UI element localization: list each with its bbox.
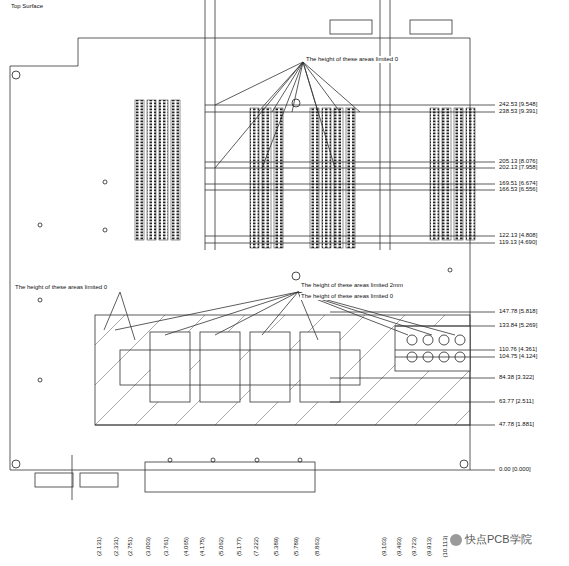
dimension-value: 242.53 [9.548]: [498, 101, 538, 108]
watermark: 快点PCB学院: [464, 533, 533, 546]
surface-label: Top Surface: [10, 3, 44, 10]
dimension-value: (2.331): [114, 535, 121, 556]
dimension-value: 166.53 [6.556]: [498, 186, 538, 193]
dimension-value: (8.863): [315, 535, 322, 556]
dimension-value: (9.493): [397, 535, 404, 556]
dimension-value: 0.00 [0.000]: [498, 466, 532, 473]
pin-field: [466, 108, 475, 240]
pin-field: [262, 108, 271, 248]
pin-field: [310, 108, 319, 248]
height-note: The height of these areas limited 0: [14, 284, 108, 291]
pin-field: [274, 108, 283, 248]
dimension-value: 63.77 [2.511]: [498, 398, 535, 405]
dimension-value: (5.789): [294, 535, 301, 556]
dimension-value: 119.13 [4.690]: [498, 239, 538, 246]
dimension-value: 122.13 [4.808]: [498, 232, 538, 239]
dimension-value: 202.13 [7.958]: [498, 164, 538, 171]
dimension-value: 238.53 [9.391]: [498, 108, 538, 115]
dimension-value: (10.113): [442, 534, 449, 558]
dimension-value: (4.065): [184, 535, 191, 556]
dimension-value: (9.723): [412, 535, 419, 556]
dimension-value: (9.913): [427, 535, 434, 556]
height-note: The height of these areas limited 2mm: [300, 282, 404, 289]
dimension-value: (5.389): [274, 535, 281, 556]
dimension-value: 84.38 [3.322]: [498, 374, 535, 381]
pin-field: [442, 108, 451, 240]
dimension-value: (3.003): [146, 535, 153, 556]
dimension-value: (2.131): [97, 535, 104, 556]
dimension-value: (4.175): [200, 535, 207, 556]
pin-field: [454, 108, 463, 240]
height-note: The height of these areas limited 0: [300, 293, 394, 300]
dimension-value: 110.76 [4.361]: [498, 346, 538, 353]
pin-field: [147, 100, 156, 240]
dimension-value: (2.751): [128, 535, 135, 556]
dimension-value: 147.78 [5.818]: [498, 308, 538, 315]
pin-field: [334, 108, 343, 248]
pin-field: [171, 100, 180, 240]
dimension-value: 133.84 [5.269]: [498, 322, 538, 329]
dimension-value: (3.761): [164, 535, 171, 556]
height-note: The height of these areas limited 0: [305, 56, 399, 63]
pin-field: [430, 108, 439, 240]
dimension-value: (5.177): [237, 535, 244, 556]
pin-field: [250, 108, 259, 248]
pin-field: [322, 108, 331, 248]
pin-field: [346, 108, 355, 248]
dimension-value: (9.103): [382, 535, 389, 556]
dimension-value: 47.78 [1.881]: [498, 421, 535, 428]
dimension-value: 104.75 [4.124]: [498, 353, 538, 360]
dimension-value: (7.222): [254, 535, 261, 556]
pin-field: [159, 100, 168, 240]
pin-field: [135, 100, 144, 240]
dimension-value: (5.062): [219, 535, 226, 556]
